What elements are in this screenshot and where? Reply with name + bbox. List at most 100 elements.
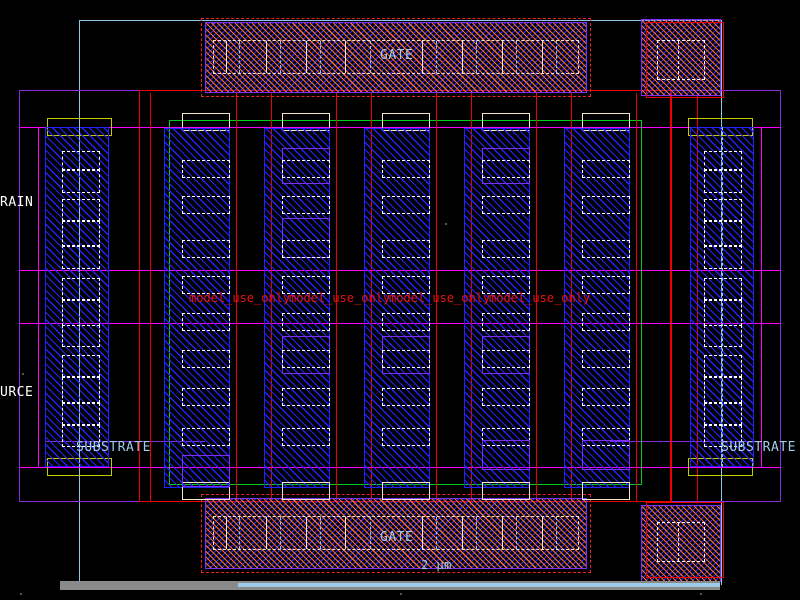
right-pad-contact-3 bbox=[704, 221, 742, 247]
right-pad-contact-4 bbox=[704, 245, 742, 269]
gate-bottom-divider-3 bbox=[280, 517, 281, 549]
corner-block-top-left[interactable] bbox=[213, 22, 215, 24]
finger-4-contact-0 bbox=[482, 160, 530, 178]
status-dot-left bbox=[20, 593, 22, 595]
substrate-rail-left bbox=[45, 441, 205, 442]
grid-dot-left bbox=[22, 373, 24, 375]
corner-block-top-right-divider bbox=[678, 41, 679, 79]
gate-top-divider-12 bbox=[502, 41, 503, 73]
finger-1-contact-7 bbox=[182, 428, 230, 446]
finger-2-contact-5 bbox=[282, 350, 330, 368]
right-pad-contact-5 bbox=[704, 278, 742, 300]
left-pad-contact-1 bbox=[62, 169, 100, 193]
gate-bottom-divider-7 bbox=[370, 517, 371, 549]
watermark-1: model_use_only bbox=[289, 291, 391, 305]
gate-top-divider-1 bbox=[239, 41, 240, 73]
finger-1-contact-5 bbox=[182, 350, 230, 368]
gate-top-divider-4 bbox=[306, 41, 307, 73]
right-pad-contact-9 bbox=[704, 377, 742, 403]
substrate-label-right: SUBSTRATE bbox=[721, 440, 796, 455]
gate-bottom-divider-11 bbox=[476, 517, 477, 549]
left-pad-contact-10 bbox=[62, 403, 100, 425]
left-pad-contact-8 bbox=[62, 355, 100, 377]
right-pad-centerline bbox=[722, 127, 723, 467]
substrate-rail-right bbox=[610, 441, 755, 442]
finger-2-contact-6 bbox=[282, 388, 330, 406]
finger-3-contact-7 bbox=[382, 428, 430, 446]
gate-bottom-divider-10 bbox=[462, 517, 463, 549]
gate-bottom-divider-5 bbox=[320, 517, 321, 549]
gate-bar-bottom[interactable] bbox=[205, 498, 587, 569]
finger-1-contact-3 bbox=[182, 276, 230, 294]
gate-bar-bottom-implant-outline bbox=[201, 494, 591, 573]
gate-bar-bottom-contact-row bbox=[213, 516, 579, 550]
finger-1-via-0 bbox=[182, 455, 230, 487]
gate-top-divider-9 bbox=[436, 41, 437, 73]
finger-2-contact-1 bbox=[282, 196, 330, 214]
finger-5-contact-5 bbox=[582, 350, 630, 368]
gate-top-divider-7 bbox=[370, 41, 371, 73]
finger-5-contact-6 bbox=[582, 388, 630, 406]
gate-bar-top-contact-row bbox=[213, 40, 579, 74]
source-label: URCE bbox=[0, 385, 34, 400]
gate-top-divider-15 bbox=[556, 41, 557, 73]
finger-5-contact-0 bbox=[582, 160, 630, 178]
left-pad-contact-2 bbox=[62, 199, 100, 221]
corner-block-top-right-outline bbox=[646, 22, 724, 98]
gate-bottom-divider-1 bbox=[239, 517, 240, 549]
finger-4-cap-bottom bbox=[482, 482, 530, 500]
right-pad-contact-0 bbox=[704, 151, 742, 171]
finger-4-contact-1 bbox=[482, 196, 530, 214]
poly-rail-1 bbox=[236, 93, 237, 502]
finger-5-contact-7 bbox=[582, 428, 630, 446]
gate-top-divider-10 bbox=[462, 41, 463, 73]
watermark-2: model_use_only bbox=[389, 291, 491, 305]
finger-1-contact-1 bbox=[182, 196, 230, 214]
finger-3-contact-6 bbox=[382, 388, 430, 406]
scale-bar-inner bbox=[238, 583, 720, 587]
gate-bottom-divider-12 bbox=[502, 517, 503, 549]
left-pad-contact-4 bbox=[62, 245, 100, 269]
gate-bottom-divider-4 bbox=[306, 517, 307, 549]
finger-4-via-bottom bbox=[482, 440, 530, 470]
finger-4-contact-5 bbox=[482, 350, 530, 368]
left-pad-contact-6 bbox=[62, 300, 100, 326]
finger-4-contact-7 bbox=[482, 428, 530, 446]
corner-block-bottom-right-contact bbox=[657, 522, 705, 562]
diffusion-frame-top bbox=[169, 120, 642, 121]
gate-top-divider-13 bbox=[516, 41, 517, 73]
gate-bar-top[interactable] bbox=[205, 22, 587, 93]
gate-top-label: GATE bbox=[380, 48, 414, 63]
right-pad-contact-7 bbox=[704, 325, 742, 347]
finger-2-contact-0 bbox=[282, 160, 330, 178]
right-pad-contact-8 bbox=[704, 355, 742, 377]
gate-bottom-divider-8 bbox=[422, 517, 423, 549]
gate-top-divider-0 bbox=[226, 41, 227, 73]
gate-top-divider-3 bbox=[280, 41, 281, 73]
metal-bus-1 bbox=[19, 127, 781, 128]
gate-top-divider-6 bbox=[345, 41, 346, 73]
grid-dot-mid bbox=[445, 223, 447, 225]
finger-1-contact-0 bbox=[182, 160, 230, 178]
corner-block-top-right[interactable] bbox=[641, 19, 721, 96]
gate-bottom-divider-15 bbox=[556, 517, 557, 549]
poly-rail-3 bbox=[336, 93, 337, 502]
finger-3-contact-1 bbox=[382, 196, 430, 214]
poly-rail-0 bbox=[150, 93, 151, 502]
finger-1-cap-bottom bbox=[182, 482, 230, 500]
corner-block-bottom-right-outline bbox=[646, 502, 724, 578]
finger-1-contact-2 bbox=[182, 240, 230, 258]
gate-bottom-divider-2 bbox=[266, 517, 267, 549]
finger-3-contact-0 bbox=[382, 160, 430, 178]
left-pad-active[interactable] bbox=[45, 127, 109, 467]
status-dot-right bbox=[700, 593, 702, 595]
gate-bar-top-implant-outline bbox=[201, 18, 591, 97]
left-pad-contact-9 bbox=[62, 377, 100, 403]
finger-1-contact-6 bbox=[182, 388, 230, 406]
finger-1-contact-4 bbox=[182, 313, 230, 331]
watermark-0: model_use_only bbox=[189, 291, 291, 305]
finger-2-contact-2 bbox=[282, 240, 330, 258]
finger-5-cap-bottom bbox=[582, 482, 630, 500]
right-pad-contact-2 bbox=[704, 199, 742, 221]
